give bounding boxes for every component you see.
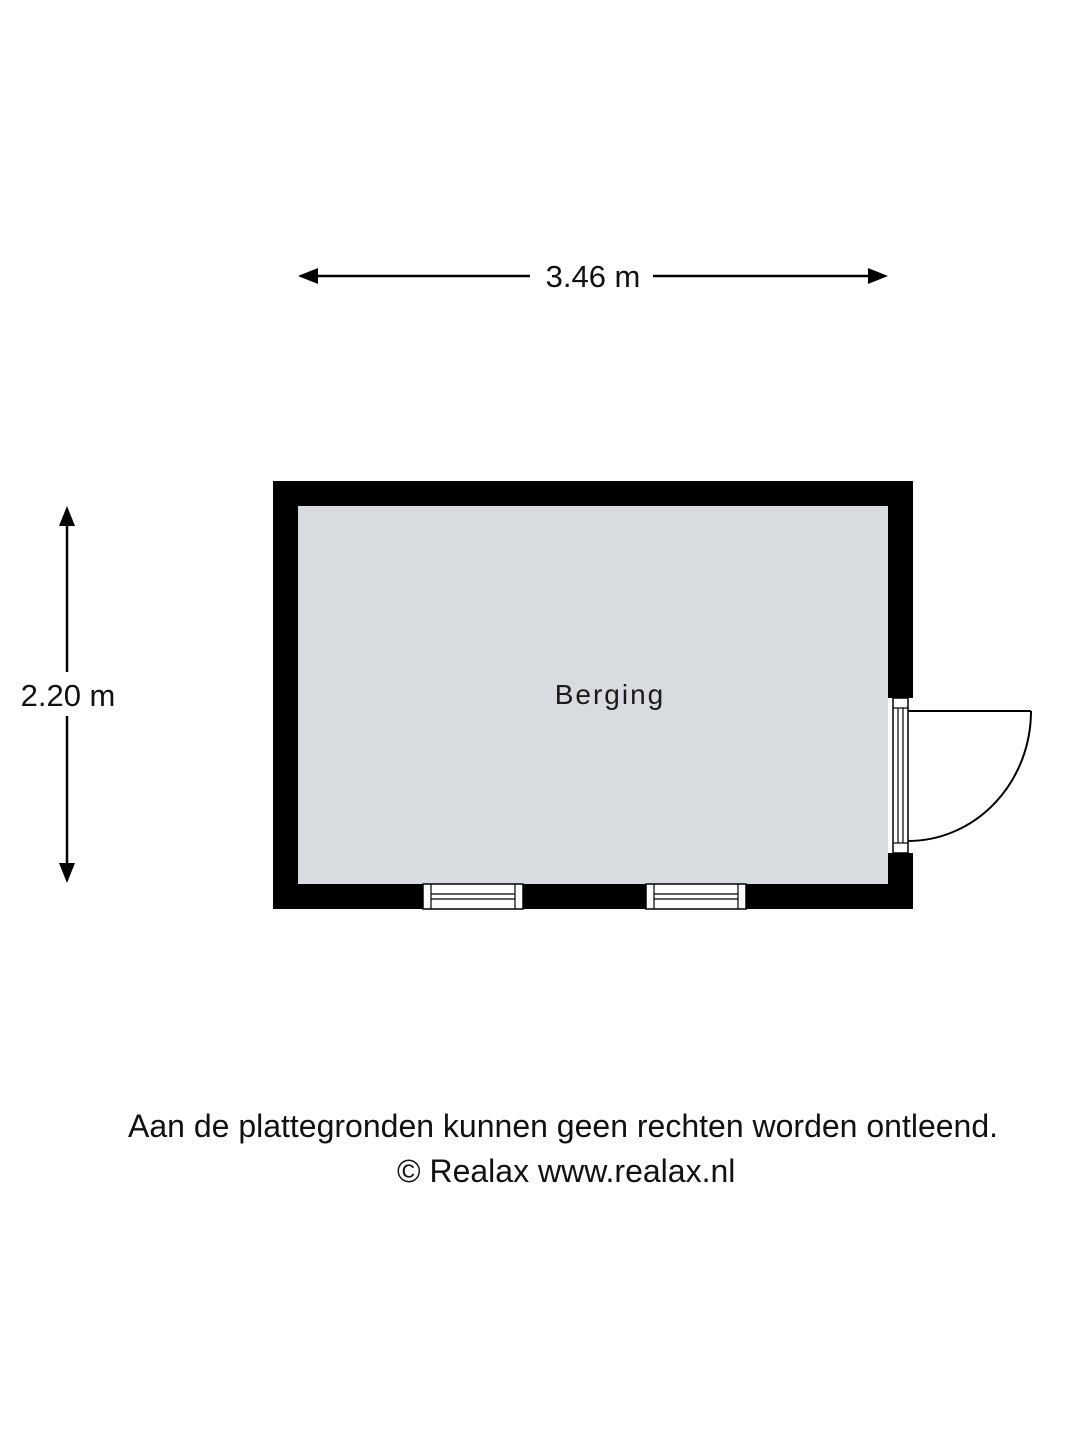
disclaimer-text: Aan de plattegronden kunnen geen rechten… <box>128 1108 999 1144</box>
room-berging: Berging <box>273 481 1032 910</box>
room-label-berging: Berging <box>555 679 666 710</box>
height-arrow-top-icon <box>59 506 75 526</box>
wall-top <box>273 481 913 506</box>
window-1 <box>422 883 524 910</box>
wall-bottom-middle <box>523 884 646 909</box>
width-dimension-label: 3.46 m <box>546 259 641 294</box>
wall-bottom-right <box>746 884 913 909</box>
wall-bottom-left <box>273 884 423 909</box>
wall-left <box>273 481 298 909</box>
door-swing-arc <box>907 710 1032 842</box>
height-dimension: 2.20 m <box>21 506 116 883</box>
window-2 <box>645 883 747 910</box>
height-arrow-bottom-icon <box>59 863 75 883</box>
width-arrow-left-icon <box>298 268 318 284</box>
copyright-text: © Realax www.realax.nl <box>397 1153 736 1189</box>
wall-right-upper <box>888 481 913 698</box>
width-dimension: 3.46 m <box>298 259 888 294</box>
room-floor <box>298 506 888 884</box>
height-dimension-label: 2.20 m <box>21 678 116 713</box>
door <box>892 697 1032 854</box>
width-arrow-right-icon <box>868 268 888 284</box>
door-frame <box>892 697 909 854</box>
